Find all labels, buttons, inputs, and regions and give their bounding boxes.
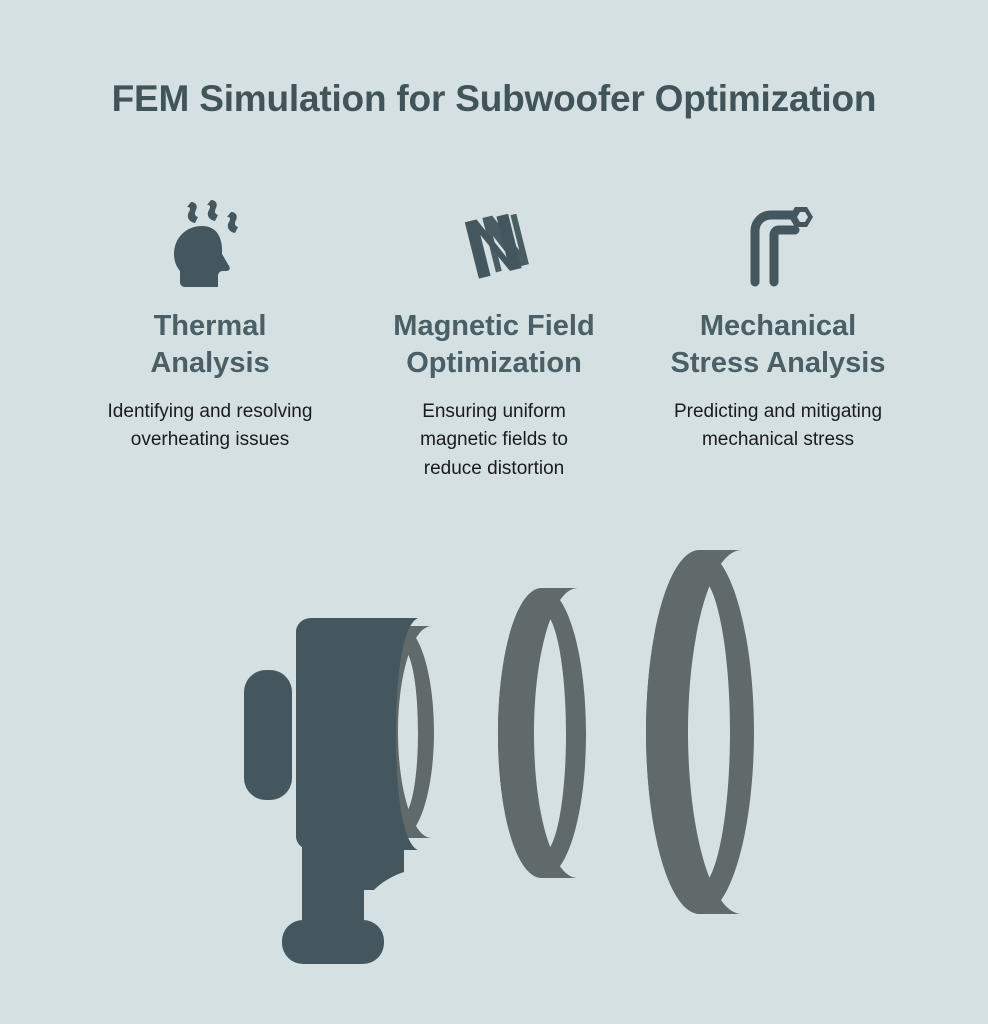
feature-columns: Thermal Analysis Identifying and resolvi…	[76, 198, 912, 483]
feature-magnetic-field-optimization: Magnetic Field Optimization Ensuring uni…	[360, 198, 628, 483]
head-steam-icon	[167, 198, 253, 290]
speaker-body	[244, 618, 418, 964]
feature-title: Mechanical Stress Analysis	[670, 310, 886, 379]
page-title: FEM Simulation for Subwoofer Optimizatio…	[111, 78, 877, 119]
feature-description: Ensuring uniform magnetic fields to redu…	[420, 400, 568, 479]
feature-description: Predicting and mitigating mechanical str…	[673, 400, 883, 451]
feature-mechanical-stress-analysis: Mechanical Stress Analysis Predicting an…	[644, 198, 912, 455]
bent-bolt-icon	[733, 198, 823, 290]
subwoofer-speaker-illustration	[0, 520, 988, 980]
feature-title: Magnetic Field Optimization	[393, 310, 595, 379]
feature-title: Thermal Analysis	[150, 310, 270, 379]
feature-thermal-analysis: Thermal Analysis Identifying and resolvi…	[76, 198, 344, 455]
sound-wave-ring-3	[646, 550, 754, 914]
magnetic-coil-icon	[451, 198, 537, 290]
sound-wave-ring-2	[498, 588, 586, 878]
feature-description: Identifying and resolving overheating is…	[107, 400, 313, 451]
